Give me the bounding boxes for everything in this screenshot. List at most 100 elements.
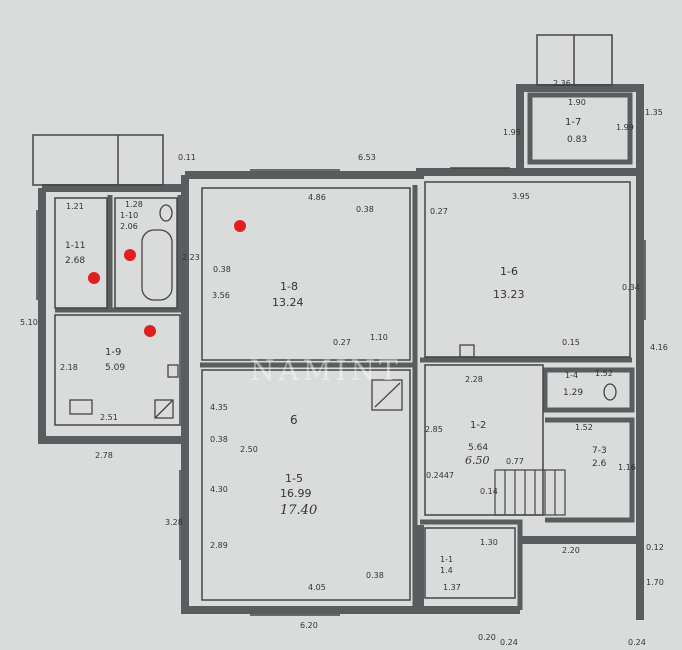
dim-4-05: 4.05 [308,583,326,592]
wall-room-1-7 [516,84,644,172]
watermark: NAMINT [250,354,402,387]
room-1-5-outline [201,369,411,601]
dim-1-30: 1.30 [480,538,498,547]
dim-2-89: 2.89 [210,541,228,550]
room-7-3-id: 7-3 [592,446,607,456]
room-1-8-outline [201,187,411,361]
boiler-diagonal [154,399,174,419]
dim-0-24-left: 0.24 [500,638,518,647]
marker-1-9 [144,325,156,337]
dim-6-53: 6.53 [358,153,376,162]
dim-3-28: 3.28 [165,518,183,527]
room-1-5-area: 16.99 [280,487,312,500]
dim-1-70: 1.70 [646,578,664,587]
balcony-left [32,134,164,186]
dim-0-11: 0.11 [178,153,196,162]
room-1-9-id: 1-9 [105,347,121,358]
room-1-11-outline [54,197,108,309]
dim-2-20: 2.20 [562,546,580,555]
room-1-8-id: 1-8 [280,280,298,293]
walls [38,84,644,620]
room-1-10-area: 2.06 [120,222,138,231]
dim-2-23: 2.23 [182,253,200,262]
dim-2-28: 2.28 [465,375,483,384]
dimension-labels: 2.36 1.90 1.95 1.99 1.35 6.53 4.86 0.38 … [20,79,668,647]
room-1-5-id: 1-5 [285,472,303,485]
wall-left-annex [38,188,185,444]
room-1-11-area: 2.68 [65,256,85,266]
dim-1-10: 1.10 [370,333,388,342]
wall-bottom-right [520,536,644,620]
dim-4-30: 4.30 [210,485,228,494]
dim-1-35: 1.35 [645,108,663,117]
wall-main-left-bottom [181,175,520,614]
wall-main-top [185,168,640,179]
dim-1-90: 1.90 [568,98,586,107]
room-1-2-outline [424,364,544,516]
room-1-1-outline [424,527,516,599]
dim-2-18: 2.18 [60,363,78,372]
dim-5-10: 5.10 [20,318,38,327]
dim-1-21: 1.21 [66,202,84,211]
toilet-icon-1-4 [603,383,617,401]
dim-0-12: 0.12 [646,543,664,552]
room-1-4-id: 1-4 [565,371,578,380]
dim-0-27-mid: 0.27 [333,338,351,347]
room-1-7-id: 1-7 [565,117,581,128]
room-1-10-outline [114,197,178,309]
room-1-6-id: 1-6 [500,265,518,278]
stove-icon [69,399,93,415]
dim-3-95: 3.95 [512,192,530,201]
dim-0-38-left: 0.38 [213,265,231,274]
dim-0-38-inner: 0.38 [210,435,228,444]
marker-1-11 [88,272,100,284]
dim-4-86: 4.86 [308,193,326,202]
dim-2-85: 2.85 [425,425,443,434]
dim-1-52-mid: 1.52 [575,423,593,432]
room-1-2-id: 1-2 [470,420,486,431]
dim-0-27-top: 0.27 [430,207,448,216]
room-1-6-area: 13.23 [493,288,525,301]
fixtures [69,204,617,419]
marker-1-10 [124,249,136,261]
dim-0-38-top: 0.38 [356,205,374,214]
partition-1-1 [420,519,523,610]
dim-0-34: 0.34 [622,283,640,292]
room-1-6-outline [424,181,631,358]
room-1-5-mark: 6 [290,413,298,427]
dim-0-14: 0.14 [480,487,498,496]
markers [88,220,246,337]
dim-6-20: 6.20 [300,621,318,630]
partition-1-7-inner [527,92,633,165]
dim-0-24-right: 0.24 [628,638,646,647]
dim-1-52-top: 1.52 [595,369,613,378]
room-7-3-area: 2.6 [592,459,607,469]
fixture-1-9 [167,364,179,378]
marker-1-8 [234,220,246,232]
boiler-icon [154,399,174,419]
dim-0-38-bottom: 0.38 [366,571,384,580]
room-1-7-area: 0.83 [567,135,587,145]
stairs-outline [494,469,566,516]
room-1-2-area-handwritten: 6.50 [465,454,490,467]
dim-4-16: 4.16 [650,343,668,352]
room-1-4-area: 1.29 [563,388,583,398]
toilet-icon [159,204,173,222]
room-1-9-outline [54,314,181,426]
bathtub-icon [141,229,173,301]
dim-2-50: 2.50 [240,445,258,454]
sink-icon [459,344,475,358]
room-1-5-area-handwritten: 17.40 [280,503,317,518]
partition-1-4 [542,367,635,413]
dim-1-37: 1.37 [443,583,461,592]
dim-1-16: 1.16 [618,463,636,472]
dim-1-99: 1.99 [616,123,634,132]
dim-1-28: 1.28 [125,200,143,209]
dim-3-56: 3.56 [212,291,230,300]
room-1-1-area: 1.4 [440,566,453,575]
dim-0-20: 0.20 [478,633,496,642]
room-labels: 1-7 0.83 1-11 2.68 1-10 2.06 1-8 13.24 1… [65,117,607,575]
chimney-diagonal [374,382,401,408]
